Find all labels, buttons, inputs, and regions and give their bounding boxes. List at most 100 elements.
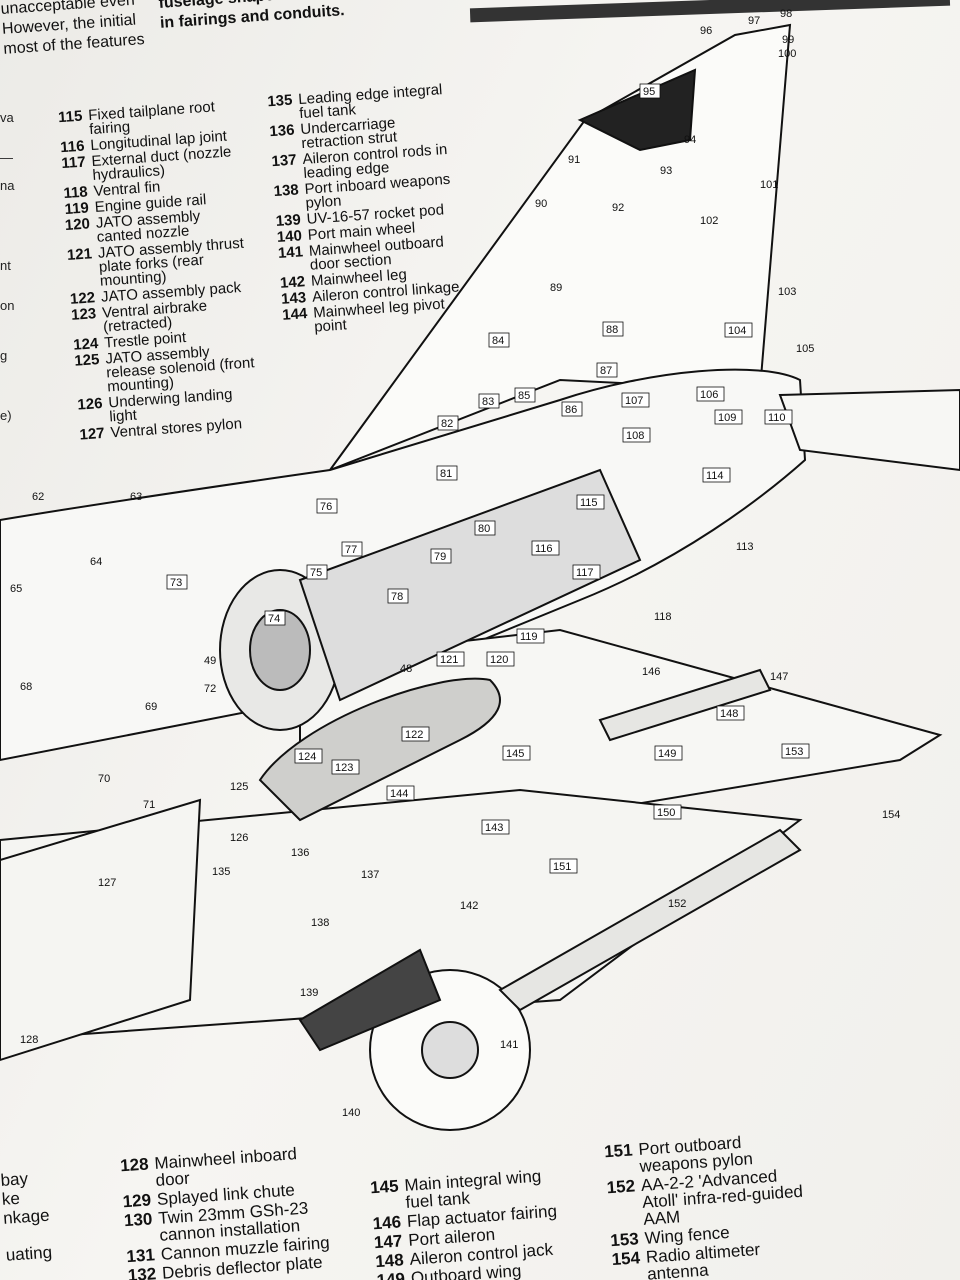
legend-number: 144 [281, 305, 308, 324]
callout-number: 90 [535, 198, 547, 210]
callout-box [716, 705, 745, 721]
legend-number: 135 [266, 91, 293, 111]
callout-number: 97 [748, 15, 760, 27]
callout-box [654, 745, 683, 761]
callout-104: 104 [724, 322, 753, 338]
callout-number: 115 [580, 497, 598, 509]
legend-number: 141 [277, 243, 304, 262]
callout-box [437, 415, 459, 431]
callout-153: 153 [781, 743, 810, 759]
callout-number: 127 [98, 877, 116, 889]
callout-123: 123 [331, 759, 360, 775]
legend-number: 148 [374, 1250, 405, 1272]
callout-number: 146 [642, 666, 660, 678]
callout-84: 84 [488, 332, 510, 348]
callout-box [306, 564, 328, 580]
callout-108: 108 [622, 427, 651, 443]
callout-105: 105 [796, 343, 814, 355]
legend-number: 149 [376, 1269, 406, 1280]
callout-number: 68 [20, 681, 32, 693]
callout-151: 151 [549, 858, 578, 874]
legend-label: Ventral airbrake (retracted) [101, 297, 208, 336]
callout-box [572, 564, 601, 580]
callout-number: 154 [882, 809, 900, 821]
callout-75: 75 [306, 564, 328, 580]
callout-97: 97 [748, 15, 760, 27]
callout-78: 78 [387, 588, 409, 604]
callout-70: 70 [98, 773, 110, 785]
callout-number: 140 [342, 1107, 360, 1119]
callout-number: 128 [20, 1034, 38, 1046]
callout-number: 138 [311, 917, 329, 929]
margin-fragment: on [0, 298, 15, 313]
callout-number: 108 [626, 430, 644, 442]
margin-fragment: g [0, 348, 8, 363]
callout-number: 119 [520, 631, 538, 643]
callout-number: 125 [230, 781, 248, 793]
legend-number: 131 [125, 1245, 156, 1267]
callout-box [386, 785, 415, 801]
callout-number: 71 [143, 799, 155, 811]
callout-box [474, 520, 496, 536]
callout-number: 84 [492, 335, 504, 347]
callout-number: 123 [335, 762, 353, 774]
callout-147: 147 [770, 671, 788, 683]
callout-83: 83 [478, 393, 500, 409]
jato-pack [258, 677, 501, 822]
callout-number: 147 [770, 671, 788, 683]
radar-wheel-well [0, 798, 202, 1062]
callout-79: 79 [430, 548, 452, 564]
callout-number: 150 [657, 807, 675, 819]
legend-label: Radio altimeter antenna [645, 1239, 761, 1280]
callout-137: 137 [361, 869, 379, 881]
callout-box [481, 819, 510, 835]
legend-number: 147 [373, 1231, 404, 1253]
callout-box [486, 651, 515, 667]
callout-number: 86 [565, 404, 577, 416]
callout-74: 74 [264, 610, 286, 626]
callout-number: 104 [728, 325, 746, 337]
callout-135: 135 [212, 866, 230, 878]
callout-number: 148 [720, 708, 738, 720]
callout-box [596, 362, 618, 378]
callout-box [331, 759, 360, 775]
margin-fragment: va [0, 110, 14, 125]
callout-85: 85 [514, 387, 536, 403]
callout-87: 87 [596, 362, 618, 378]
callout-number: 120 [490, 654, 508, 666]
callout-119: 119 [516, 628, 545, 644]
callout-113: 113 [736, 541, 754, 553]
callout-number: 80 [478, 523, 490, 535]
callout-126: 126 [230, 832, 248, 844]
callout-62: 62 [32, 491, 44, 503]
callout-box [639, 83, 661, 99]
callout-63: 63 [130, 491, 142, 503]
callout-number: 145 [506, 748, 524, 760]
callout-69: 69 [145, 701, 157, 713]
legend-number: 123 [70, 305, 97, 324]
text-fragment: ke [1, 1188, 21, 1209]
callout-110: 110 [764, 409, 793, 425]
callout-number: 85 [518, 390, 530, 402]
callout-number: 64 [90, 556, 102, 568]
callout-number: 93 [660, 165, 672, 177]
callout-139: 139 [300, 987, 318, 999]
callout-number: 107 [625, 395, 643, 407]
callout-box [724, 322, 753, 338]
callout-49: 49 [204, 655, 216, 667]
callout-box [549, 858, 578, 874]
missile [498, 828, 802, 1012]
callout-145: 145 [502, 745, 531, 761]
callout-102: 102 [700, 215, 718, 227]
callout-box [514, 387, 536, 403]
callout-box [478, 393, 500, 409]
margin-fragment: na [0, 178, 15, 193]
callout-106: 106 [696, 386, 725, 402]
callout-number: 110 [768, 412, 786, 424]
callout-box [502, 745, 531, 761]
